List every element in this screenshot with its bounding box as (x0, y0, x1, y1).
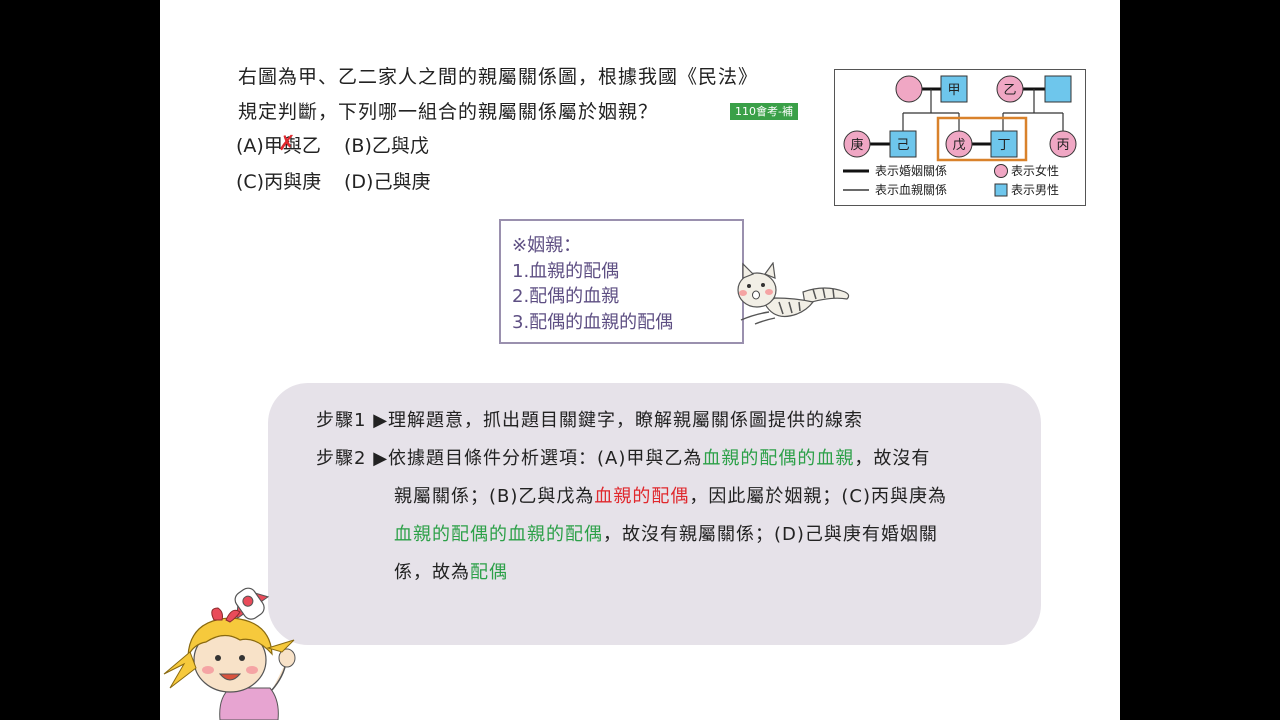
kinship-diagram: 甲 乙 庚 己 戊 丁 丙 表示婚姻關係 表示血親關係 表示女性 表示 (834, 69, 1086, 206)
question-line-1: 右圖為甲、乙二家人之間的親屬關係圖，根據我國《民法》 (238, 66, 759, 88)
legend-female: 表示女性 (1011, 163, 1059, 178)
definition-item: 2.配偶的血親 (512, 286, 620, 307)
label-ji: 己 (896, 138, 909, 153)
label-ding: 丁 (997, 138, 1010, 153)
cross-mark-icon: ✗ (278, 131, 296, 155)
female-node-bing (1049, 130, 1077, 158)
question-line-2: 規定判斷，下列哪一組合的親屬關係屬於姻親？ (238, 101, 659, 123)
option-a: (A)甲與乙 (236, 135, 321, 157)
option-c: (C)丙與庚 (236, 171, 322, 193)
highlight-green: 配偶 (470, 562, 508, 583)
step-2: 步驟2 ▶依據題目條件分析選項：(A)甲與乙為血親的配偶的血親，故沒有 (316, 444, 930, 470)
exam-source-tag: 110會考-補 (730, 103, 798, 120)
text-segment: 係，故為 (394, 562, 470, 583)
label-wu: 戊 (952, 138, 965, 153)
step-1-label: 步驟1 (316, 410, 367, 431)
step-2-line-2: 親屬關係；(B)乙與戊為血親的配偶，因此屬於姻親；(C)丙與庚為 (394, 482, 947, 508)
male-node-ji (889, 130, 917, 158)
label-jia: 甲 (947, 83, 960, 98)
legend-male-icon (994, 183, 1008, 197)
solution-panel: 步驟1 ▶理解題意，抓出題目關鍵字，瞭解親屬關係圖提供的線索 步驟2 ▶依據題目… (268, 383, 1041, 645)
step-1-text: ▶理解題意，抓出題目關鍵字，瞭解親屬關係圖提供的線索 (373, 410, 864, 431)
definition-box: ※姻親： 1.血親的配偶 2.配偶的血親 3.配偶的血親的配偶 (499, 219, 744, 344)
kinship-diagram-svg: 甲 乙 庚 己 戊 丁 丙 表示婚姻關係 表示血親關係 表示女性 表示 (843, 75, 1077, 197)
step-2-text: ▶依據題目條件分析選項：(A)甲與乙為 (373, 448, 703, 469)
text-segment: ，因此屬於姻親；(C)丙與庚為 (689, 486, 948, 507)
label-yi: 乙 (1003, 83, 1016, 98)
option-d: (D)己與庚 (344, 171, 431, 193)
text-segment: 親屬關係；(B)乙與戊為 (394, 486, 595, 507)
legend-male: 表示男性 (1011, 183, 1059, 197)
definition-item: 1.血親的配偶 (512, 260, 620, 282)
female-node (895, 75, 923, 103)
male-node-ding (990, 130, 1018, 158)
step-2-text-end: ，故沒有 (854, 448, 931, 469)
female-node-geng (843, 130, 871, 158)
legend-blood: 表示血親關係 (875, 183, 947, 197)
slide: 右圖為甲、乙二家人之間的親屬關係圖，根據我國《民法》 規定判斷，下列哪一組合的親… (160, 0, 1120, 720)
step-2-line-4: 係，故為配偶 (394, 558, 508, 584)
female-node-yi (996, 75, 1024, 103)
legend-marriage: 表示婚姻關係 (875, 163, 947, 178)
option-b: (B)乙與戊 (344, 135, 429, 157)
highlight-box (936, 116, 1028, 162)
definition-title: ※姻親： (512, 235, 582, 256)
highlight-green: 血親的配偶的血親的配偶 (394, 524, 603, 545)
legend-female-icon (994, 164, 1008, 178)
step-2-label: 步驟2 (316, 448, 367, 469)
highlight-green: 血親的配偶的血親 (702, 448, 855, 469)
male-node (1044, 75, 1072, 103)
definition-item: 3.配偶的血親的配偶 (512, 311, 674, 333)
highlight-red: 血親的配偶 (594, 486, 690, 507)
cat-illustration (737, 262, 850, 325)
male-node-jia (940, 75, 968, 103)
girl-illustration (163, 587, 296, 720)
label-geng: 庚 (850, 137, 863, 153)
step-2-line-3: 血親的配偶的血親的配偶，故沒有親屬關係；(D)己與庚有婚姻關 (394, 520, 938, 546)
label-bing: 丙 (1056, 138, 1069, 153)
step-1: 步驟1 ▶理解題意，抓出題目關鍵字，瞭解親屬關係圖提供的線索 (316, 406, 863, 432)
text-segment: ，故沒有親屬關係；(D)己與庚有婚姻關 (603, 524, 938, 545)
female-node-wu (945, 130, 973, 158)
